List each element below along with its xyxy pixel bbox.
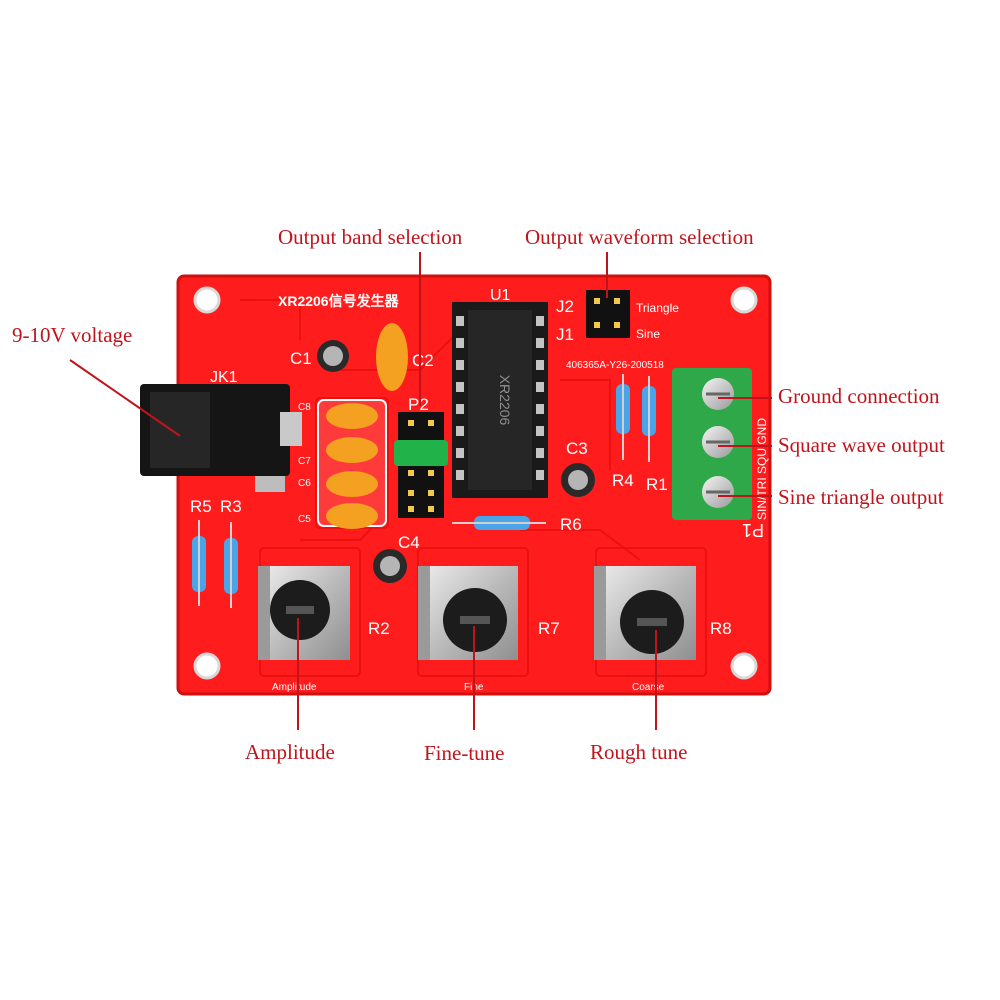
terminal-block: [672, 368, 752, 520]
silk-j2: J2: [556, 297, 574, 316]
potentiometer-r2: [258, 566, 350, 660]
callout-sine-triangle: Sine triangle output: [778, 485, 944, 509]
callout-square: Square wave output: [778, 433, 945, 457]
callout-fine-tune: Fine-tune: [424, 741, 505, 765]
callout-band: Output band selection: [278, 225, 463, 249]
silk-p2: P2: [408, 395, 429, 414]
silk-p1: P1: [742, 520, 764, 540]
silk-r3: R3: [220, 497, 242, 516]
callout-amplitude: Amplitude: [245, 740, 335, 764]
silk-coarse: Coarse: [632, 682, 665, 693]
board-serial: 406365A-Y26-200518: [566, 360, 664, 371]
silk-r8: R8: [710, 619, 732, 638]
leader-lines: [69, 252, 772, 730]
potentiometer-r8: [594, 566, 696, 660]
potentiometer-r7: [418, 566, 518, 660]
silk-j1: J1: [556, 325, 574, 344]
capacitor-c2: [376, 323, 408, 391]
silk-r5: R5: [190, 497, 212, 516]
silk-sine: Sine: [636, 327, 660, 341]
silk-c2: C2: [412, 351, 434, 370]
silk-r4: R4: [612, 471, 634, 490]
silk-u1: U1: [490, 287, 511, 304]
silk-c6: C6: [298, 478, 311, 489]
callout-ground: Ground connection: [778, 384, 940, 408]
silk-terminal-labels: SIN/TRI SQU GND: [755, 418, 769, 520]
capacitor-c1: [317, 340, 349, 372]
silk-r6: R6: [560, 515, 582, 534]
silk-jk1: JK1: [210, 369, 238, 386]
callout-rough-tune: Rough tune: [590, 740, 688, 764]
silk-r2: R2: [368, 619, 390, 638]
capacitor-c4: [373, 549, 407, 583]
svg-text:XR2206: XR2206: [497, 375, 513, 426]
ic-xr2206: XR2206: [452, 302, 548, 498]
silk-c3: C3: [566, 439, 588, 458]
silk-c1: C1: [290, 349, 312, 368]
silk-triangle: Triangle: [636, 301, 679, 315]
silk-c8: C8: [298, 402, 311, 413]
silk-c4: C4: [398, 533, 420, 552]
silk-r7: R7: [538, 619, 560, 638]
callout-waveform: Output waveform selection: [525, 225, 754, 249]
band-jumper-header: [394, 412, 448, 518]
jumper-cap: [394, 440, 448, 466]
silk-amplitude: Amplitude: [272, 682, 317, 693]
board-title: XR2206信号发生器: [278, 293, 400, 309]
capacitor-bank: [317, 399, 387, 529]
silk-r1: R1: [646, 475, 668, 494]
silk-c7: C7: [298, 456, 311, 467]
dc-jack: [140, 384, 302, 492]
silk-c5: C5: [298, 514, 311, 525]
callout-voltage: 9-10V voltage: [12, 323, 133, 347]
mounting-holes: [193, 286, 758, 680]
capacitor-c3: [561, 463, 595, 497]
